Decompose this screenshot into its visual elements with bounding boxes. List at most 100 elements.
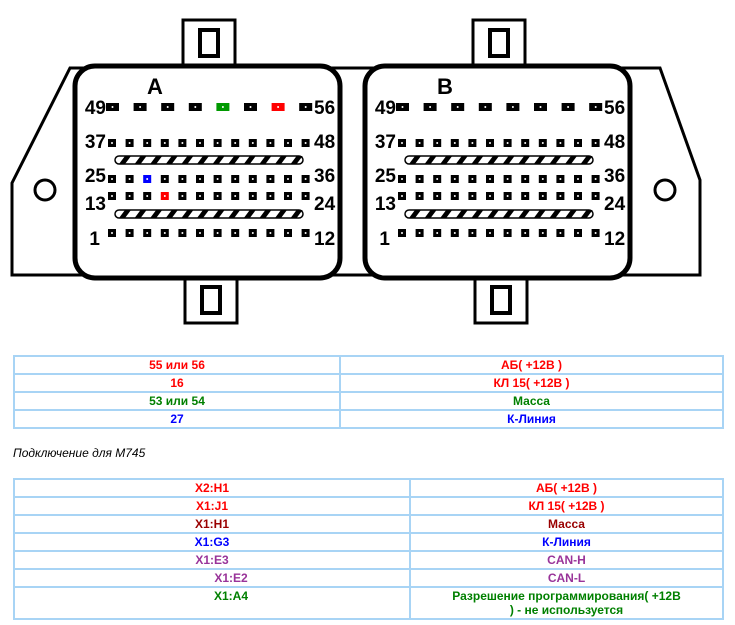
- pin-contact: [234, 232, 237, 234]
- pin-number-label: 1: [89, 229, 100, 250]
- pin-contact: [436, 232, 439, 234]
- pin-contact: [401, 142, 403, 144]
- connector-label: A: [147, 74, 163, 99]
- pin-contact: [163, 195, 166, 197]
- hatch-stripe: [212, 210, 225, 218]
- pin-contact: [181, 232, 184, 234]
- pin-contact: [269, 195, 272, 197]
- hatch-stripe: [549, 210, 562, 218]
- pin-contact: [163, 178, 166, 180]
- description-cell: CAN-L: [409, 568, 724, 588]
- hatch-stripe: [119, 156, 131, 164]
- pin-contact: [234, 142, 237, 144]
- pin-contact: [234, 195, 237, 197]
- pin-contact: [111, 178, 113, 180]
- pin-contact: [577, 232, 579, 234]
- section-caption: Подключение для М745: [13, 446, 146, 460]
- hatch-stripe: [409, 156, 421, 164]
- hatch-stripe: [165, 210, 178, 218]
- pin-cell: 16: [13, 373, 341, 393]
- hatch-stripe: [440, 156, 453, 164]
- pin-number-label: 36: [604, 166, 625, 187]
- mount-hole-icon: [33, 178, 57, 202]
- hatch-stripe: [243, 210, 256, 218]
- hatch-stripe: [228, 210, 241, 218]
- hatch-stripe: [181, 156, 194, 164]
- pin-number-label: 37: [375, 132, 396, 153]
- hatch-stripe: [134, 210, 147, 218]
- pin-contact: [471, 178, 474, 180]
- hatch-stripe: [565, 156, 577, 164]
- pin-contact: [594, 232, 597, 234]
- pin-number-label: 12: [604, 229, 625, 250]
- description-cell: Масса: [409, 514, 724, 534]
- pin-contact: [181, 178, 184, 180]
- pin-contact: [401, 178, 403, 180]
- pin-contact: [539, 106, 542, 108]
- hatch-stripe: [243, 156, 256, 164]
- pin-contact: [181, 195, 184, 197]
- pin-number-label: 1: [379, 229, 390, 250]
- pin-number-label: 56: [314, 98, 335, 119]
- pin-number-label: 12: [314, 229, 335, 250]
- description-cell: Масса: [339, 391, 724, 411]
- pin-contact: [559, 178, 562, 180]
- hatch-stripe: [533, 156, 546, 164]
- pin-contact: [146, 142, 149, 144]
- pin-number-label: 25: [85, 166, 107, 187]
- pin-contact: [194, 106, 197, 108]
- hatch-stripe: [455, 210, 468, 218]
- hatch-stripe: [197, 156, 209, 164]
- hatch-stripe: [518, 156, 531, 164]
- latch-window: [490, 285, 512, 315]
- hatch-stripe: [580, 156, 593, 164]
- pin-contact: [251, 195, 254, 197]
- connector-label: B: [437, 74, 453, 99]
- pin-contact: [304, 232, 307, 234]
- hatch-stripe: [150, 156, 163, 164]
- pin-contact: [453, 142, 456, 144]
- pin-contact: [484, 106, 487, 108]
- pin-contact: [304, 195, 307, 197]
- pin-contact: [128, 178, 131, 180]
- pin-number-label: 13: [375, 194, 396, 215]
- pin-contact: [489, 195, 491, 197]
- pin-cell: 27: [13, 409, 341, 429]
- pin-contact: [418, 178, 421, 180]
- pin-cell: X1:G3: [13, 532, 411, 552]
- pin-contact: [401, 195, 403, 197]
- hatch-stripe: [502, 210, 515, 218]
- pin-contact: [524, 232, 527, 234]
- hatch-stripe: [487, 210, 499, 218]
- pin-contact: [163, 232, 166, 234]
- pin-contact: [304, 106, 307, 108]
- hatch-stripe: [533, 210, 546, 218]
- pin-contact: [436, 195, 439, 197]
- pin-contact: [249, 106, 252, 108]
- pin-cell: 53 или 54: [13, 391, 341, 411]
- pin-contact: [577, 142, 579, 144]
- pin-contact: [251, 232, 254, 234]
- pin-contact: [304, 178, 307, 180]
- pin-contact: [146, 178, 149, 180]
- pin-cell: X2:H1: [13, 478, 411, 498]
- pin-contact: [524, 178, 527, 180]
- pin-contact: [506, 232, 509, 234]
- hatch-stripe: [259, 156, 272, 164]
- hatch-stripe: [165, 156, 178, 164]
- hatch-stripe: [487, 156, 499, 164]
- pin-contact: [418, 195, 421, 197]
- description-cell: КЛ 15( +12В ): [339, 373, 724, 393]
- description-cell: АБ( +12В ): [409, 478, 724, 498]
- pin-contact: [506, 178, 509, 180]
- pin-contact: [594, 178, 597, 180]
